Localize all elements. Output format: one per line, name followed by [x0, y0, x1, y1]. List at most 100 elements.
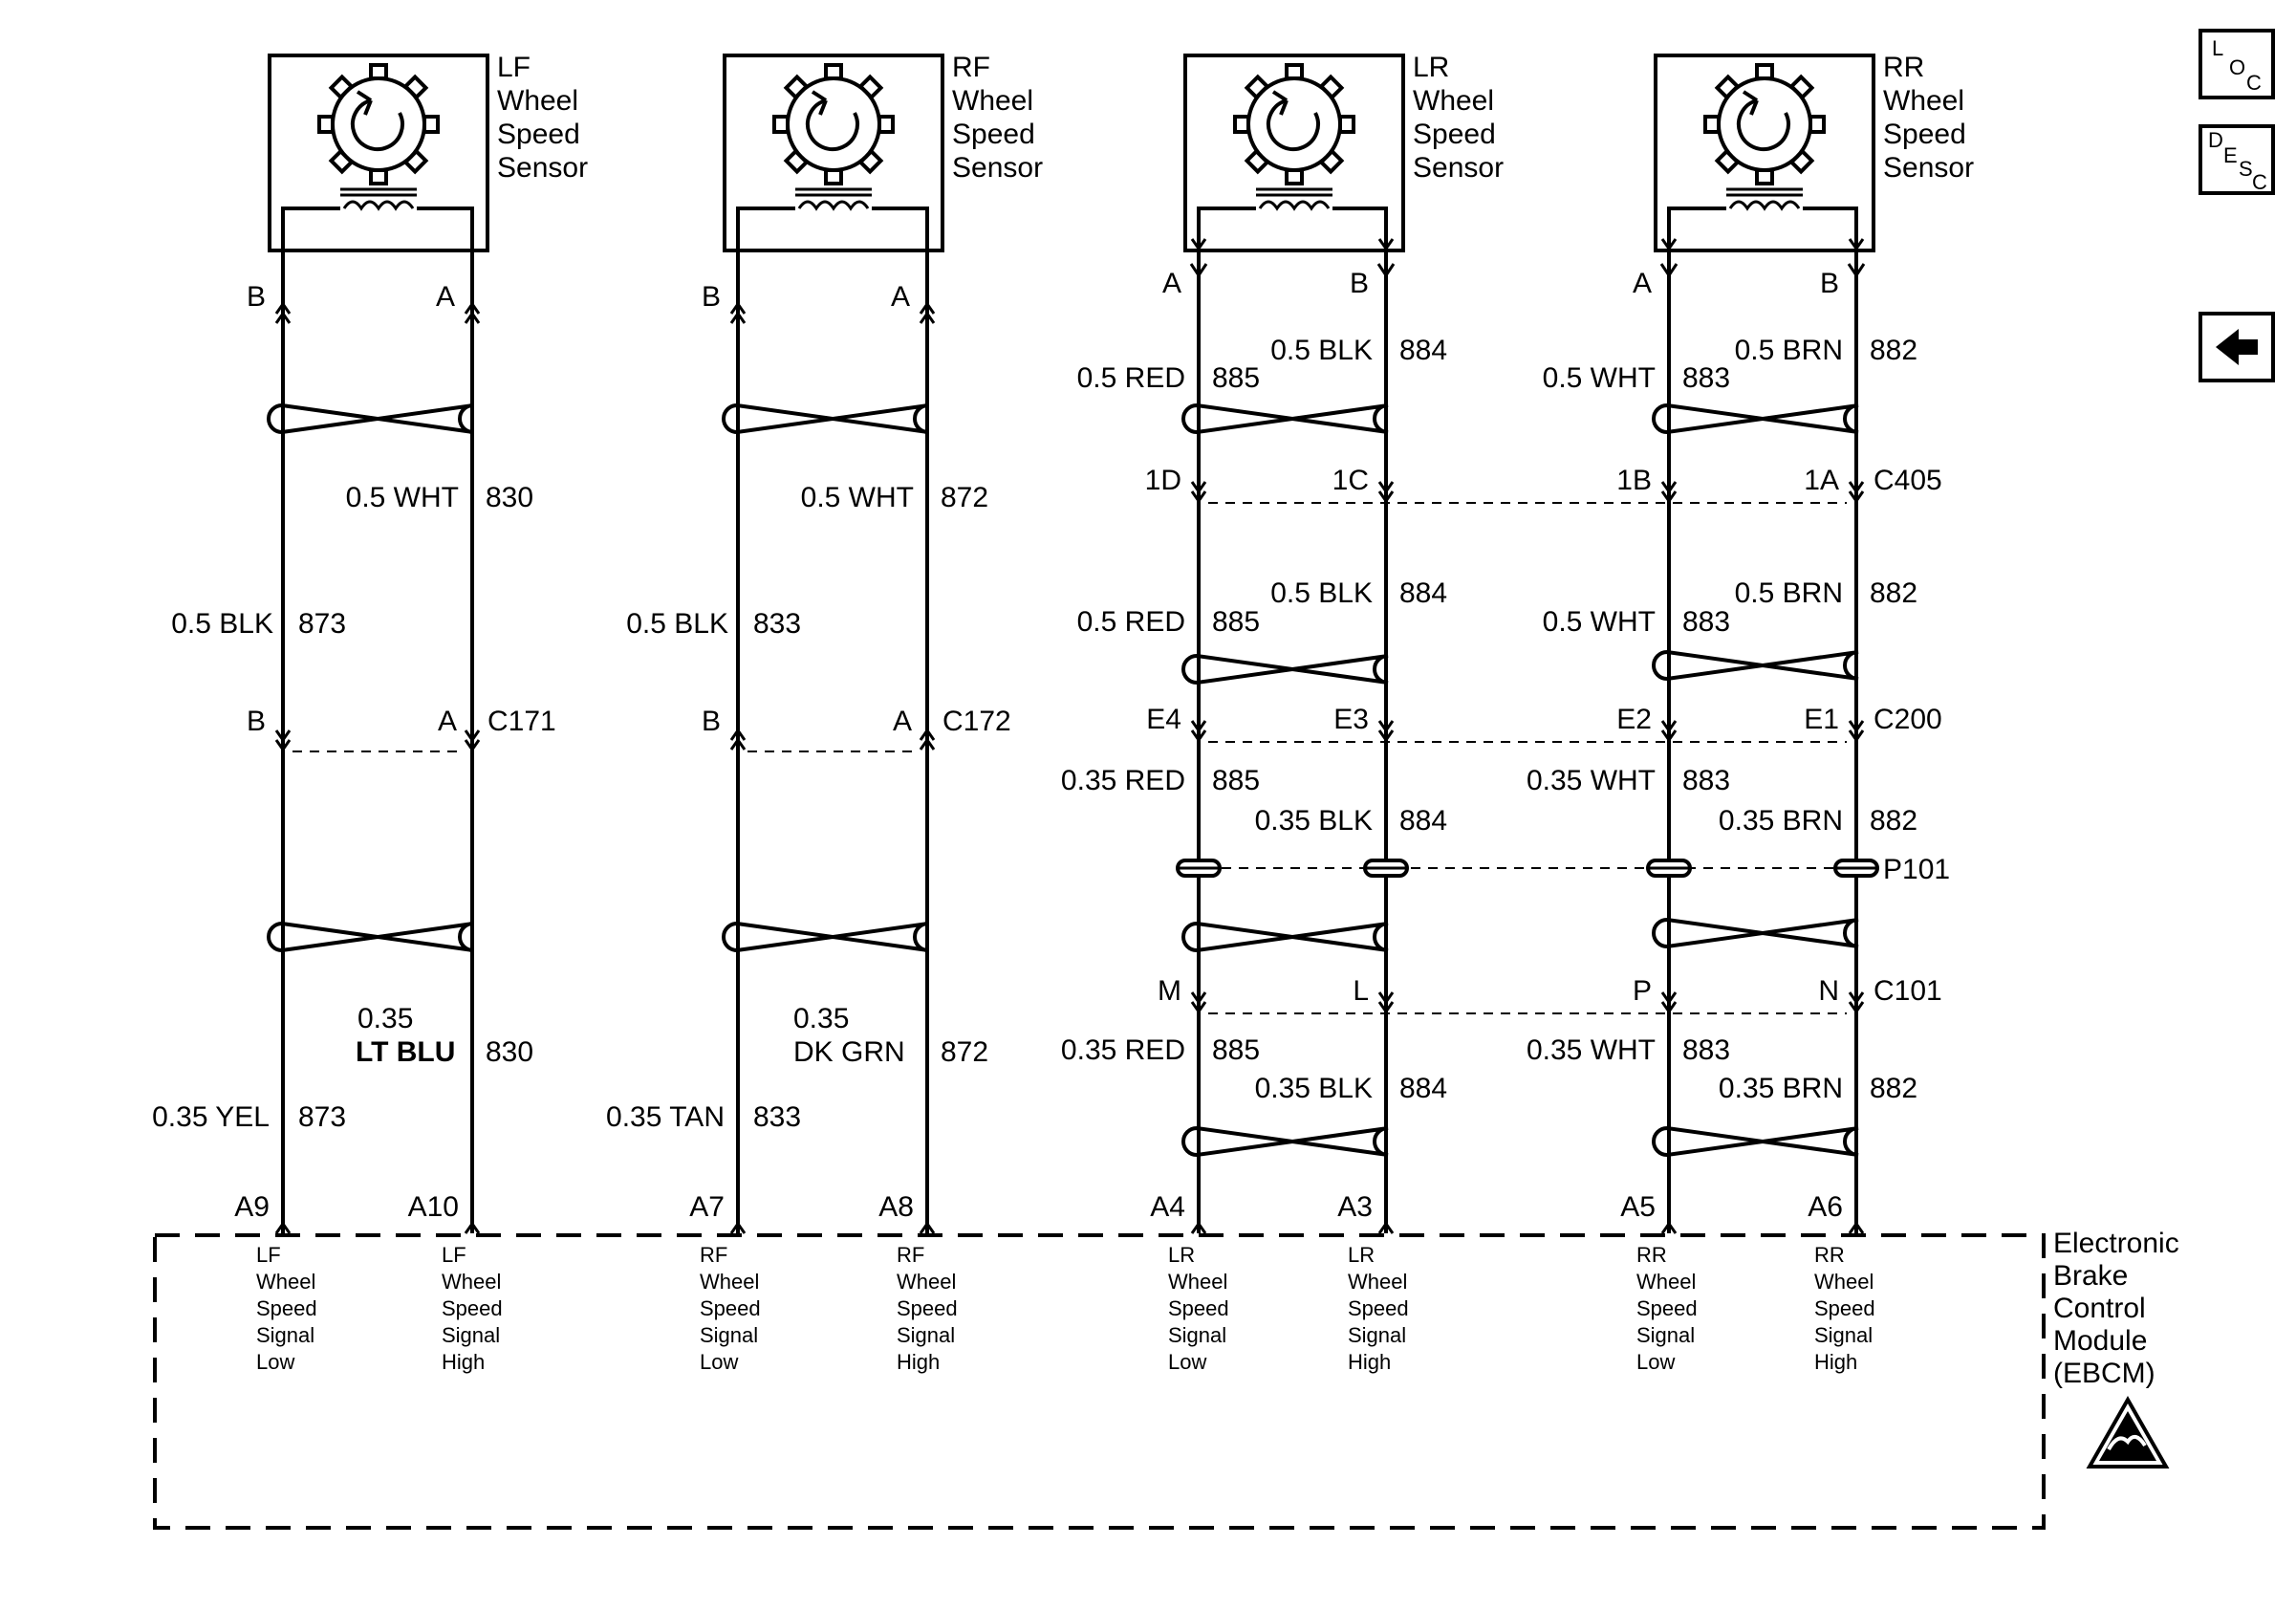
wheel-speed-sensor-icon [747, 38, 920, 210]
connector-name: C405 [1874, 465, 1942, 496]
wire-label: 883 [1682, 765, 1730, 796]
wire-label: 884 [1399, 805, 1447, 837]
wire-label: 0.5 WHT [801, 482, 914, 513]
sensor-box [1654, 54, 1875, 252]
wire-label: LT BLU [356, 1036, 455, 1068]
twisted-pair-icon [1652, 918, 1860, 948]
ebcm-terminal [1377, 1221, 1395, 1234]
pin-label: P [1633, 975, 1652, 1007]
sensor-label: Speed [1413, 119, 1496, 150]
wire-label: 885 [1212, 362, 1260, 394]
sensor-terminal-arrow [1190, 238, 1207, 251]
sensor-label: LF [497, 52, 531, 83]
sensor-label: Wheel [952, 85, 1033, 117]
sensor-label: Sensor [1883, 152, 1974, 184]
connector-terminal [1847, 263, 1866, 278]
wire-label: 884 [1399, 335, 1447, 366]
wire-label: 0.35 BLK [1255, 805, 1373, 837]
loc-button[interactable]: LOC [2199, 29, 2275, 99]
wheel-speed-sensor-icon [1679, 38, 1851, 210]
pin-label: E3 [1333, 704, 1369, 735]
ebcm-terminal [1660, 1221, 1678, 1234]
loc-letter: O [2229, 55, 2245, 79]
ebcm-signal-label: Wheel [1348, 1270, 1407, 1294]
wire-label: 873 [298, 608, 346, 640]
pin-label: 1B [1616, 465, 1652, 496]
wire-label: 0.35 BRN [1719, 805, 1843, 837]
wire-label: 884 [1399, 577, 1447, 609]
wire-label: 885 [1212, 1034, 1260, 1066]
pin-label: A [891, 281, 910, 313]
wire-label: 830 [486, 482, 533, 513]
esd-sensitive-icon [2086, 1395, 2170, 1469]
wire-label: 0.35 BLK [1255, 1073, 1373, 1104]
sensor-box [723, 54, 944, 252]
pin-label: E1 [1804, 704, 1839, 735]
pin-label: N [1818, 975, 1839, 1007]
connector-name: C101 [1874, 975, 1942, 1007]
loc-letter: C [2246, 71, 2262, 95]
wire-label: 0.35 WHT [1527, 765, 1656, 796]
ebcm-signal-label: LF [442, 1243, 466, 1267]
wire-label: 0.35 RED [1061, 1034, 1185, 1066]
ebcm-signal-label: Wheel [897, 1270, 956, 1294]
ebcm-name: Module [2053, 1325, 2147, 1357]
desc-letter: S [2239, 157, 2253, 181]
ebcm-name: Electronic [2053, 1228, 2179, 1259]
loc-letter: L [2212, 36, 2223, 60]
wire-label: 833 [753, 608, 801, 640]
ebcm-pin-label: A8 [878, 1191, 914, 1223]
wire-label: 872 [941, 1036, 988, 1068]
wire-label: 0.5 BLK [171, 608, 273, 640]
wire-label: 0.5 RED [1077, 362, 1185, 394]
ebcm-signal-label: RR [1814, 1243, 1845, 1267]
ebcm-signal-label: Speed [1636, 1296, 1698, 1320]
pin-label: B [702, 281, 721, 313]
ebcm-signal-label: Wheel [1636, 1270, 1696, 1294]
ebcm-dashed-box [153, 1233, 2046, 1530]
wire-label: 885 [1212, 606, 1260, 638]
connector-name: P101 [1883, 854, 1950, 885]
pin-label: 1C [1332, 465, 1369, 496]
sensor-box [268, 54, 489, 252]
pin-label: M [1158, 975, 1181, 1007]
ebcm-signal-label: High [442, 1350, 485, 1374]
sensor-label: RR [1883, 52, 1924, 83]
pass-through-grommet [1833, 859, 1879, 878]
pass-through-grommet [1176, 859, 1222, 878]
wire-label: DK GRN [793, 1036, 905, 1068]
ebcm-signal-label: LR [1168, 1243, 1195, 1267]
desc-letter: E [2223, 143, 2238, 167]
ebcm-signal-label: Speed [1348, 1296, 1409, 1320]
wire-label: 0.35 [793, 1003, 849, 1034]
pin-label: 1A [1804, 465, 1839, 496]
ebcm-signal-label: RR [1636, 1243, 1667, 1267]
ebcm-signal-label: Speed [1814, 1296, 1875, 1320]
sensor-label: Speed [952, 119, 1035, 150]
wire-label: 0.35 YEL [152, 1101, 270, 1133]
pin-label: B [247, 706, 266, 737]
sensor-label: Sensor [1413, 152, 1504, 184]
wire-label: 873 [298, 1101, 346, 1133]
wire-label: 0.35 BRN [1719, 1073, 1843, 1104]
wire-label: 0.35 TAN [606, 1101, 725, 1133]
sensor-label: Wheel [1413, 85, 1494, 117]
sensor-label: Speed [497, 119, 580, 150]
ebcm-pin-label: A3 [1337, 1191, 1373, 1223]
ebcm-signal-label: Wheel [256, 1270, 315, 1294]
twisted-pair-icon [267, 922, 475, 952]
back-button[interactable] [2199, 312, 2275, 382]
ebcm-signal-label: Wheel [700, 1270, 759, 1294]
sensor-lead [417, 207, 474, 250]
sensor-lead [1332, 207, 1388, 250]
coil-icon [1724, 187, 1805, 210]
ebcm-signal-label: Speed [700, 1296, 761, 1320]
sensor-label: LR [1413, 52, 1449, 83]
ebcm-terminal [1848, 1221, 1865, 1234]
ebcm-signal-label: Wheel [1814, 1270, 1874, 1294]
ebcm-signal-label: High [897, 1350, 940, 1374]
wire-label: 882 [1870, 577, 1917, 609]
